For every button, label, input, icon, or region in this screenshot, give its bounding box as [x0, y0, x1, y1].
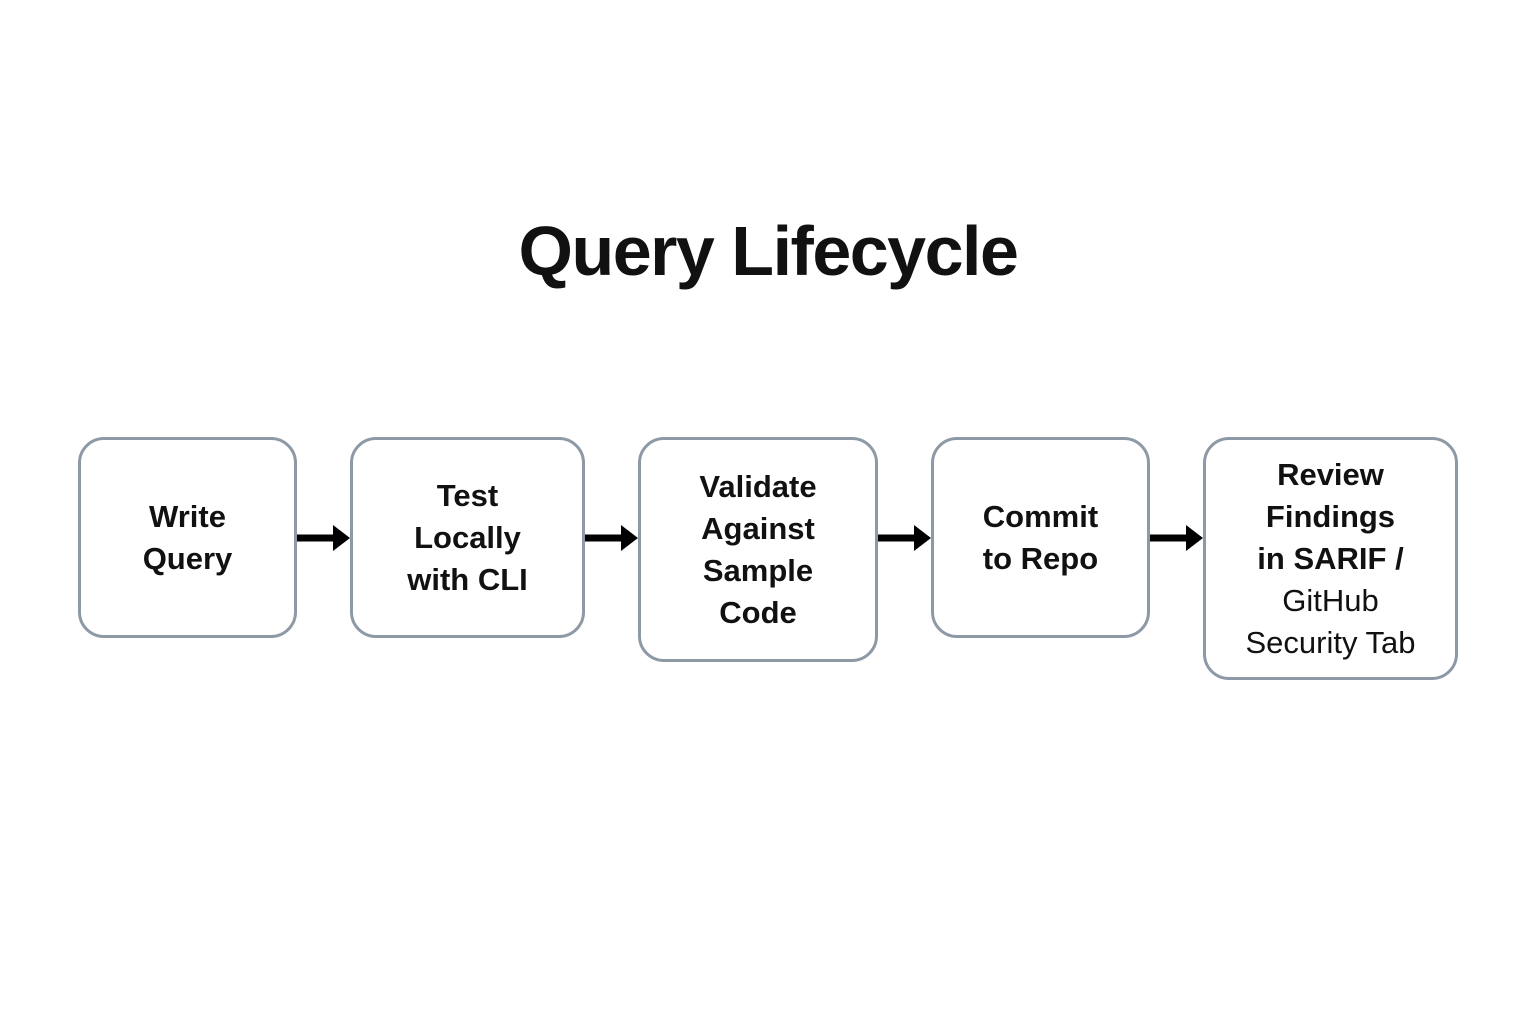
- flow-step-write-query: Write Query: [78, 437, 297, 638]
- arrow-right-icon: [297, 525, 350, 551]
- flow-step-label-bold: Review Findings in SARIF /: [1257, 456, 1404, 576]
- arrow-right-icon: [1150, 525, 1203, 551]
- flow-step-label-regular: GitHub Security Tab: [1245, 582, 1416, 660]
- flow-step-review-findings: Review Findings in SARIF / GitHub Securi…: [1203, 437, 1458, 680]
- flow-step-label: Write Query: [142, 498, 233, 576]
- arrow-right-icon: [878, 525, 931, 551]
- arrow-right-icon: [585, 525, 638, 551]
- flow-step-test-locally-with-cli: Test Locally with CLI: [350, 437, 585, 638]
- flow-step-label: Commit to Repo: [982, 498, 1099, 576]
- flow-step-commit-to-repo: Commit to Repo: [931, 437, 1150, 638]
- flow-step-label: Test Locally with CLI: [407, 477, 528, 597]
- flow-step-label: Validate Against Sample Code: [699, 468, 817, 630]
- flow-step-validate-against-sample-code: Validate Against Sample Code: [638, 437, 878, 662]
- diagram-title: Query Lifecycle: [518, 212, 1019, 290]
- flow-row: Write Query Test Locally with CLI Valida…: [78, 437, 1458, 680]
